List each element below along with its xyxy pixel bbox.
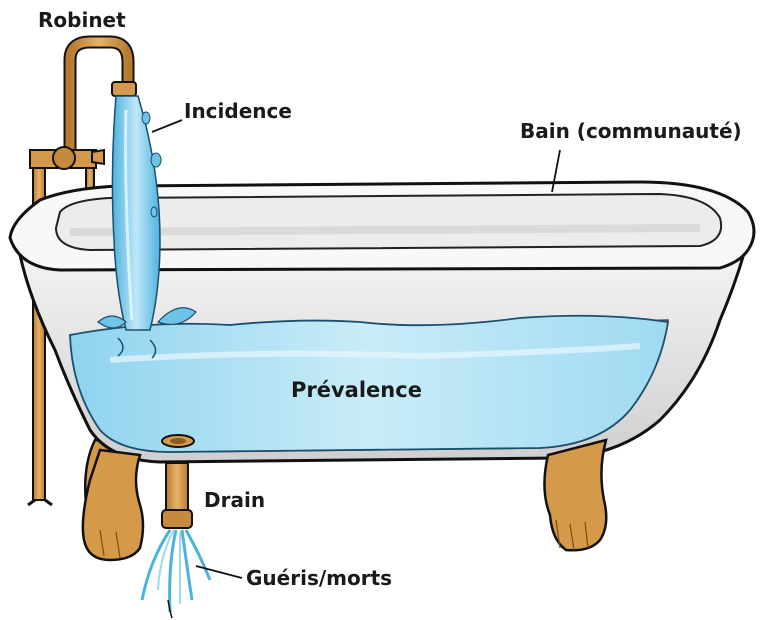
label-inflow: Incidence xyxy=(184,101,292,121)
splash-icon xyxy=(142,530,210,618)
label-faucet: Robinet xyxy=(38,10,126,30)
label-tub: Bain (communauté) xyxy=(520,121,742,141)
label-outflow: Guéris/morts xyxy=(246,568,392,588)
label-water: Prévalence xyxy=(291,380,422,401)
label-drain: Drain xyxy=(204,490,265,510)
